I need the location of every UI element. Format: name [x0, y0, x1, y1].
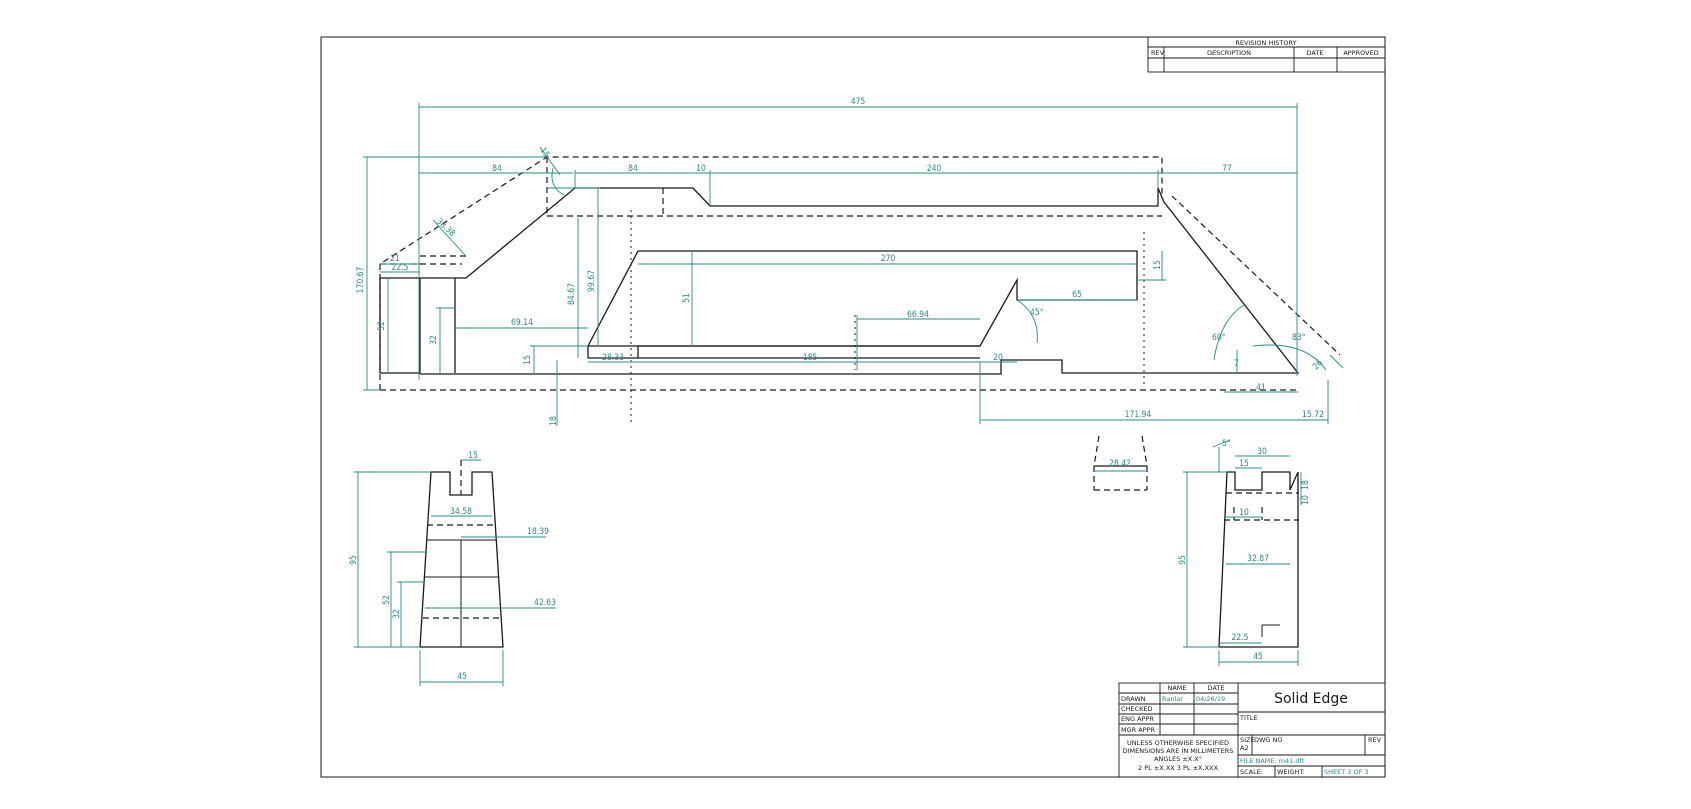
dim-45-right: 45: [1253, 652, 1263, 662]
tb-row-eng-appr: ENG APPR: [1121, 715, 1154, 723]
dim-171-94: 171.94: [1125, 410, 1152, 420]
dim-475: 475: [851, 97, 866, 107]
dim-52-side: 52: [382, 595, 392, 605]
dim-95-right: 95: [1178, 555, 1188, 565]
tb-size-label: SIZE: [1240, 736, 1255, 744]
dim-18-small: 18: [549, 416, 559, 426]
dim-69-14: 69.14: [511, 318, 533, 328]
dim-7: 7: [1234, 359, 1239, 369]
tb-dwg-no-label: DWG NO: [1254, 736, 1283, 744]
dim-42-63: 42.63: [534, 598, 556, 608]
dim-77: 77: [1222, 164, 1232, 174]
tb-note-1: UNLESS OTHERWISE SPECIFIED: [1127, 739, 1229, 747]
description-col-header: DESCRIPTION: [1207, 49, 1251, 57]
title-block: NAME DATE DRAWN CHECKED ENG APPR MGR APP…: [1118, 682, 1386, 778]
dim-83-deg: 83°: [1292, 333, 1306, 343]
tb-note-3: ANGLES ±X.X°: [1154, 755, 1202, 763]
dim-99-67: 99.67: [587, 270, 597, 292]
dim-240: 240: [927, 164, 942, 174]
dim-22-5: 22.5: [391, 263, 408, 273]
dim-84-left: 84: [492, 164, 502, 174]
dim-28-42: 28.42: [1109, 459, 1131, 469]
dim-20: 20: [993, 353, 1003, 363]
dim-21: 21: [390, 254, 400, 264]
dim-18-right: 18: [1301, 480, 1311, 490]
sheet-border: [320, 36, 1386, 778]
dim-28-33: 28.33: [602, 353, 624, 363]
detail-view-small: 28.42: [1093, 435, 1148, 491]
dim-32-side: 32: [392, 609, 402, 619]
tb-note-4: 2 PL ±X.XX 3 PL ±X.XXX: [1138, 764, 1218, 772]
tb-row-checked: CHECKED: [1121, 705, 1152, 713]
dim-18-39: 18.39: [527, 527, 549, 537]
tb-name-header: NAME: [1167, 684, 1186, 692]
tb-rev-label: REV: [1368, 736, 1382, 744]
dim-32-left: 32: [429, 335, 439, 345]
dim-15-left-side: 15: [468, 451, 478, 461]
tb-sheet-label: SHEET 3 OF 3: [1324, 768, 1369, 776]
dim-185: 185: [803, 353, 818, 363]
dim-52-left: 52: [377, 321, 387, 331]
dim-34-58: 34.58: [450, 507, 472, 517]
dim-10-right-v: 10: [1301, 495, 1311, 505]
dim-95-left: 95: [349, 555, 359, 565]
dim-5-deg: 5°: [1222, 439, 1231, 449]
tb-row-drawn: DRAWN: [1121, 695, 1146, 703]
dim-45-left: 45: [457, 672, 467, 682]
dim-45-deg: 45°: [1030, 308, 1044, 318]
tb-drawn-date: 04/26/19: [1196, 695, 1225, 703]
tb-file-name: FILE NAME: m41.dft: [1240, 757, 1305, 765]
dim-15-72: 15.72: [1302, 410, 1324, 420]
dim-15-right: 15: [1153, 260, 1163, 270]
dim-22-5-right: 22.5: [1231, 633, 1248, 643]
dim-84-mid: 84: [628, 164, 638, 174]
dim-15-right-side: 15: [1239, 459, 1249, 469]
right-side-view: 5° 30 15 18 10 10 32.87 95 22.5 45: [1178, 439, 1311, 666]
revision-history-table: REVISION HISTORY REV DESCRIPTION DATE AP…: [1147, 36, 1386, 73]
tb-title-label: TITLE: [1239, 714, 1258, 722]
dim-60-deg: 60°: [1212, 333, 1226, 343]
dim-10-right-h: 10: [1239, 508, 1249, 518]
dim-51: 51: [682, 293, 692, 303]
dim-30: 30: [1257, 447, 1267, 457]
revision-history-title: REVISION HISTORY: [1235, 39, 1296, 47]
tb-date-header: DATE: [1208, 684, 1225, 692]
brand-logo: Solid Edge: [1274, 691, 1348, 707]
dim-84-67: 84.67: [567, 283, 577, 305]
tb-drawn-name: Ranlar: [1162, 695, 1183, 703]
dim-170-67: 170.67: [356, 266, 366, 293]
dim-270: 270: [881, 254, 896, 264]
front-view: [379, 156, 1341, 426]
dim-15-small: 15: [523, 355, 533, 365]
tb-size-value: A2: [1240, 744, 1249, 752]
dim-32-87: 32.87: [1247, 554, 1269, 564]
tb-scale-label: SCALE:: [1240, 768, 1263, 776]
rev-col-header: REV: [1151, 49, 1165, 57]
dim-26: 26: [1311, 358, 1325, 372]
dim-66-94: 66.94: [907, 310, 929, 320]
dim-65: 65: [1072, 290, 1082, 300]
date-col-header: DATE: [1307, 49, 1324, 57]
tb-note-2: DIMENSIONS ARE IN MILLIMETERS: [1123, 747, 1234, 755]
tb-weight-label: WEIGHT:: [1277, 768, 1305, 776]
tb-row-mgr-appr: MGR APPR: [1121, 726, 1156, 734]
left-side-view: 15 34.58 18.39 95 52 32 42.63 45: [349, 451, 556, 686]
front-view-dimensions: 475 84 84 10 240 77 170.67 21 22.5 52 32: [356, 97, 1344, 426]
approved-col-header: APPROVED: [1343, 49, 1378, 57]
dim-10-top: 10: [696, 164, 706, 174]
dim-41: 41: [1256, 383, 1266, 393]
